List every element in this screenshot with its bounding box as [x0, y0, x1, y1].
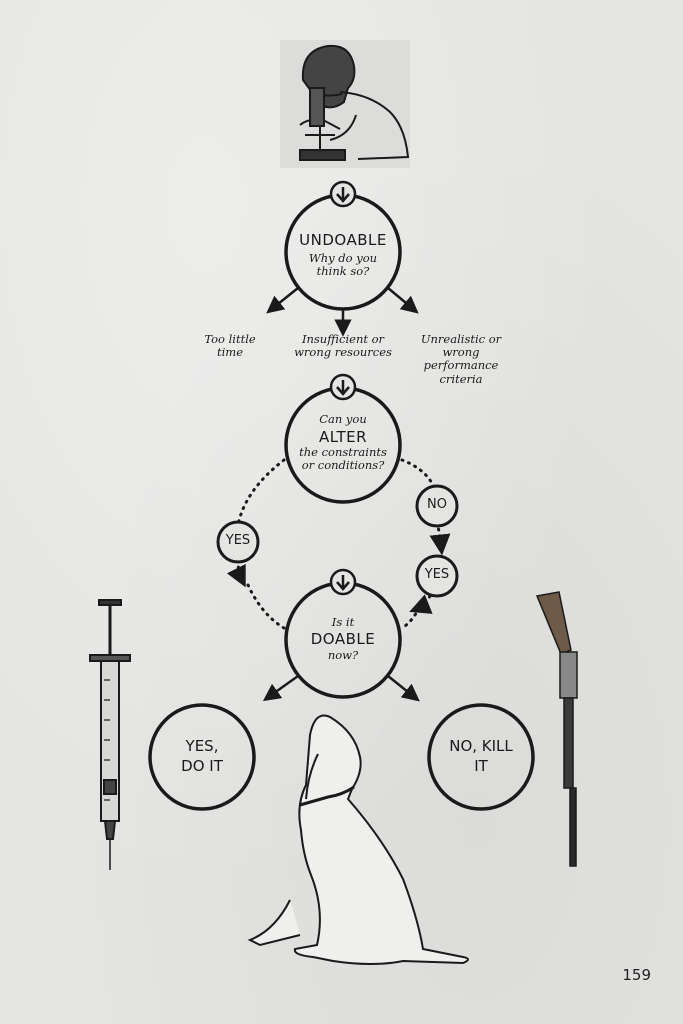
undoable-question: Why do you think so?: [308, 251, 378, 279]
yes-do-it-label: YES, DO IT: [181, 737, 223, 775]
undoable-title: UNDOABLE: [299, 231, 387, 249]
dog-illustration: [247, 714, 469, 965]
pill-outlines: [216, 484, 459, 598]
doable-node: [284, 568, 402, 699]
alter-pre: Can you: [319, 412, 367, 426]
page-number: 159: [622, 966, 651, 984]
undoable-arrows: [266, 287, 419, 337]
reason-criteria: Unrealistic or wrong performance criteri…: [420, 332, 502, 386]
alter-node: [284, 373, 402, 504]
doable-post: now?: [327, 648, 359, 662]
dotted-connectors: [226, 458, 451, 630]
microscope-scientist-illustration: [280, 40, 410, 168]
rifle-illustration: [535, 591, 578, 867]
yes-right-pill: YES: [424, 567, 450, 582]
syringe-illustration: [89, 599, 131, 870]
reason-time: Too little time: [204, 332, 256, 360]
alter-post: the constraints or conditions?: [299, 445, 387, 473]
yes-left-pill: YES: [225, 533, 251, 548]
alter-title: ALTER: [318, 428, 368, 446]
no-right-pill: NO: [427, 497, 447, 512]
no-kill-it-label: NO, KILL IT: [449, 737, 513, 775]
doable-pre: Is it: [331, 615, 355, 629]
yes-do-it-node: [148, 703, 256, 811]
doable-title: DOABLE: [310, 630, 376, 648]
no-kill-it-node: [427, 703, 535, 811]
doable-arrows: [262, 674, 420, 702]
reason-resources: Insufficient or wrong resources: [294, 332, 392, 360]
